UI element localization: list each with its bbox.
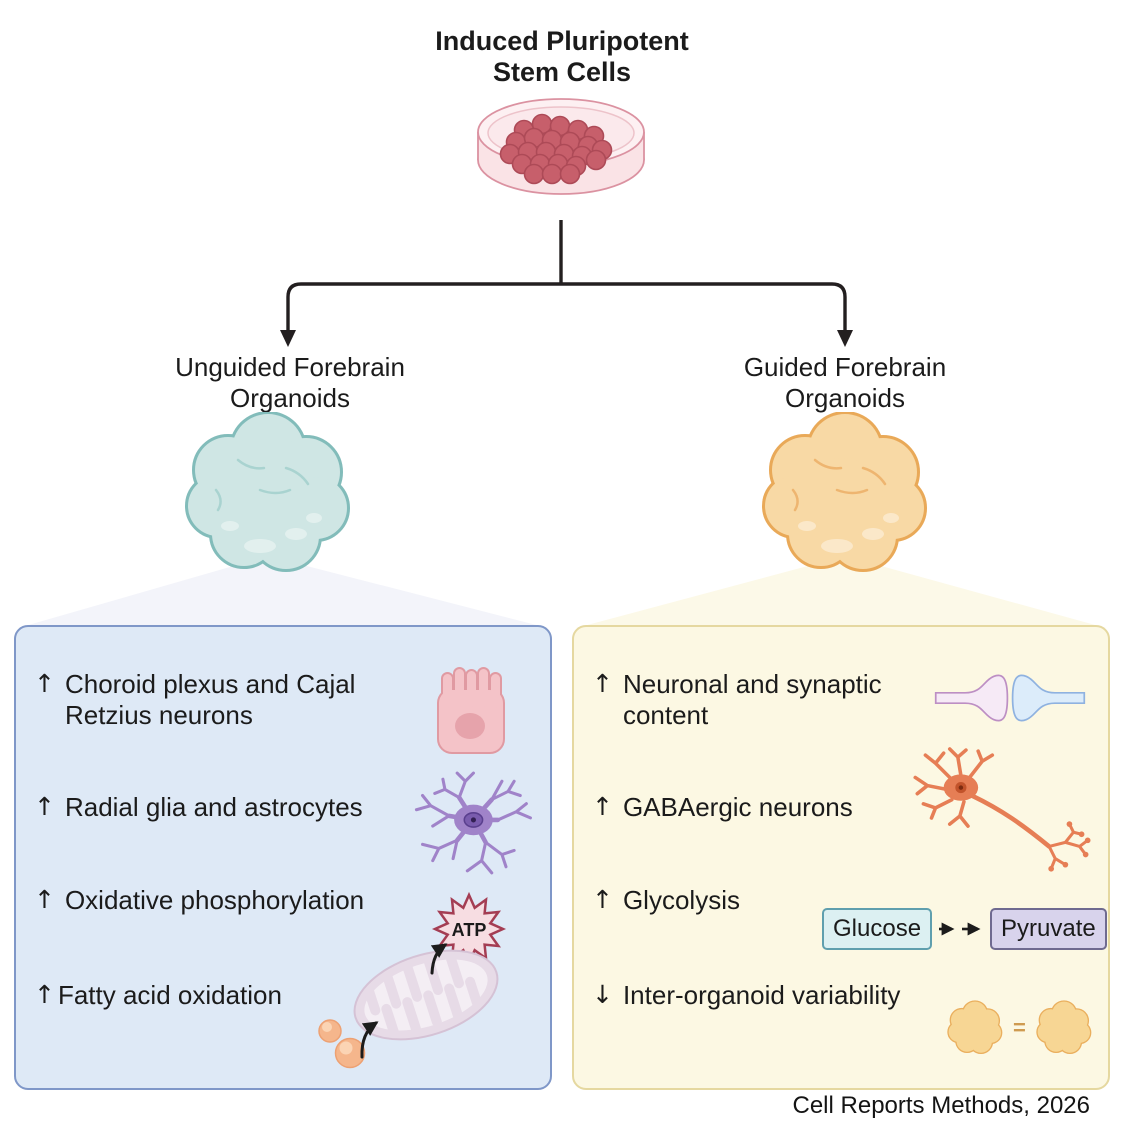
item-text-glycolysis: Glycolysis <box>622 885 740 915</box>
item-text-fatty-acid: Fatty acid oxidation <box>57 980 282 1010</box>
equals-sign: = <box>1013 1015 1026 1040</box>
stem-cell-colonies <box>499 113 613 185</box>
presynaptic-terminal <box>934 674 1009 722</box>
list-item: ↑ Neuronal and synaptic content <box>592 669 882 730</box>
petri-dish-icon <box>477 98 645 195</box>
synapse-icon <box>934 674 1086 722</box>
down-arrow: ↓ <box>592 980 613 1009</box>
oxphos-metabolism-icon: ATP <box>318 891 507 1069</box>
mitochondrion-to-atp-arrow <box>430 943 448 975</box>
astrocyte-icon <box>414 771 532 875</box>
droplets-to-mitochondrion-arrow <box>360 1021 379 1059</box>
item-text-radial-glia: Radial glia and astrocytes <box>64 792 363 822</box>
list-item: ↓ Inter-organoid variability <box>592 980 900 1011</box>
list-item: ↑ Radial glia and astrocytes <box>34 792 363 823</box>
unguided-organoid-icon <box>185 412 351 572</box>
mini-organoid-icon <box>1036 1000 1092 1055</box>
neuron-icon <box>913 747 1091 872</box>
item-text-choroid-plexus: Choroid plexus and Cajal Retzius neurons <box>64 669 356 730</box>
up-arrow: ↑ <box>34 669 55 698</box>
unguided-branch-label: Unguided Forebrain Organoids <box>175 352 405 414</box>
left-arrowhead <box>280 330 296 347</box>
item-text-variability: Inter-organoid variability <box>622 980 901 1010</box>
list-item: ↑ Choroid plexus and Cajal Retzius neuro… <box>34 669 355 730</box>
up-arrow: ↑ <box>592 792 613 821</box>
reaction-arrows-icon <box>939 922 981 936</box>
mitochondrion-icon <box>353 949 499 1041</box>
item-text-gabaergic: GABAergic neurons <box>622 792 853 822</box>
item-text-oxphos: Oxidative phosphorylation <box>64 885 365 915</box>
fatty-acid-droplets-icon <box>318 1019 366 1069</box>
postsynaptic-terminal <box>1011 674 1086 722</box>
list-item: ↑ Oxidative phosphorylation <box>34 885 364 916</box>
guided-branch-label: Guided Forebrain Organoids <box>743 352 947 414</box>
list-item: ↑ GABAergic neurons <box>592 792 853 823</box>
item-text-neuronal-synaptic: Neuronal and synaptic content <box>622 669 882 730</box>
up-arrow: ↑ <box>592 885 613 914</box>
up-arrow: ↑ <box>34 980 55 1009</box>
branch-lines <box>286 220 847 332</box>
up-arrow: ↑ <box>34 885 55 914</box>
journal-credit: Cell Reports Methods, 2026 <box>792 1092 1091 1119</box>
list-item: ↑ Glycolysis <box>592 885 740 916</box>
page-title: Induced Pluripotent Stem Cells <box>435 26 689 88</box>
glucose-box: Glucose <box>822 908 933 950</box>
glycolysis-pathway: Glucose Pyruvate <box>822 908 1107 950</box>
mini-organoid-icon <box>947 1000 1003 1055</box>
choroid-plexus-cell-icon <box>437 667 505 754</box>
guided-panel: ↑ Neuronal and synaptic content ↑ GABAer… <box>572 625 1110 1090</box>
guided-organoid-icon <box>762 412 928 572</box>
right-funnel <box>576 556 1106 628</box>
up-arrow: ↑ <box>34 792 55 821</box>
pyruvate-box: Pyruvate <box>990 908 1107 950</box>
equal-organoids-icon: = <box>946 999 1093 1057</box>
up-arrow: ↑ <box>592 669 613 698</box>
left-funnel <box>18 556 548 628</box>
unguided-panel: ↑ Choroid plexus and Cajal Retzius neuro… <box>14 625 552 1090</box>
atp-label: ATP <box>452 920 487 940</box>
list-item: ↑ Fatty acid oxidation <box>34 980 282 1011</box>
right-arrowhead <box>837 330 853 347</box>
